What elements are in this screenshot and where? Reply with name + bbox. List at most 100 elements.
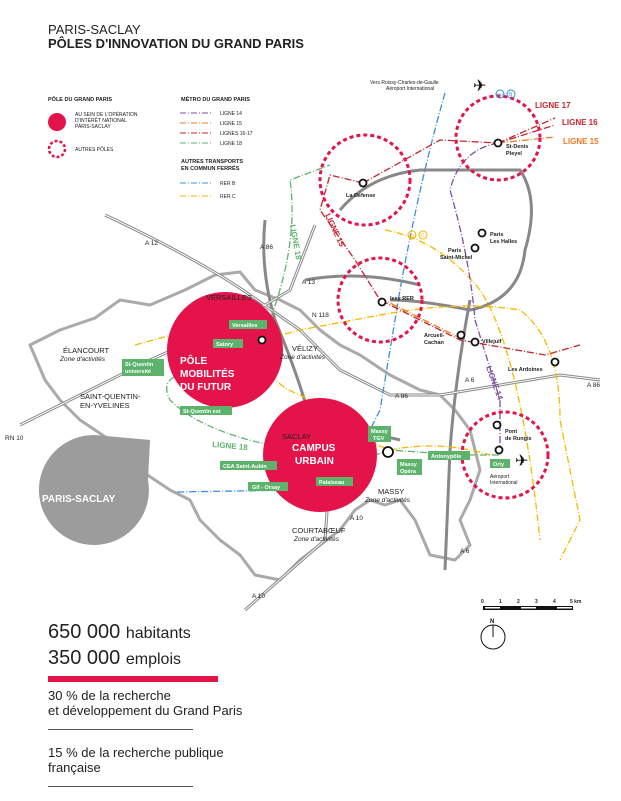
station-les-halles: Paris bbox=[490, 232, 503, 238]
zone-label: Zone d'activités bbox=[364, 497, 411, 504]
airplane-icon: ✈ bbox=[473, 78, 486, 95]
station-palaiseau: Palaiseau bbox=[319, 480, 344, 486]
rer-b-badge: RER B bbox=[495, 89, 516, 99]
line18-label: LIGNE 18 bbox=[212, 440, 249, 452]
city-versailles: VERSAILLES bbox=[206, 293, 252, 302]
header-title: PARIS-SACLAY bbox=[48, 22, 141, 37]
station-massy-tgv: Massy bbox=[371, 429, 389, 435]
stat-text: 15 % de la recherche publique bbox=[48, 745, 224, 760]
legend-pole-oin-icon bbox=[48, 113, 66, 131]
station-ardoines: Les Ardoines bbox=[508, 367, 543, 373]
city-sqy: EN-YVELINES bbox=[80, 401, 130, 410]
scale-tick: 4 bbox=[553, 599, 556, 605]
station-sq-universite: St-Quentin bbox=[125, 362, 154, 368]
pole-label: DU FUTUR bbox=[180, 382, 232, 393]
stat-value: 650 000 bbox=[48, 621, 121, 643]
paris-saclay-bubble bbox=[38, 434, 150, 545]
orly-airport: Aéroport bbox=[490, 474, 510, 480]
station-pont-rungis: Pont bbox=[505, 429, 517, 435]
legend-other-title: AUTRES TRANSPORTS bbox=[181, 159, 243, 165]
city-velizy: VÉLIZY bbox=[292, 344, 318, 353]
legend-pole-oin: PARIS-SACLAY bbox=[75, 124, 111, 130]
airplane-icon: ✈ bbox=[515, 453, 528, 470]
scale-tick: 2 bbox=[517, 599, 520, 605]
station-orly: Orly bbox=[493, 462, 505, 468]
rer-b-label: B bbox=[509, 92, 513, 98]
legend-pole-oin: AU SEIN DE L'OPÉRATION bbox=[75, 111, 138, 118]
legend-line18: LIGNE 18 bbox=[220, 141, 242, 147]
legend-rer-b: RER B bbox=[220, 181, 236, 187]
header-subtitle: PÔLES D'INNOVATION DU GRAND PARIS bbox=[48, 36, 304, 51]
legend-poles-title: PÔLE DU GRAND PARIS bbox=[48, 95, 112, 103]
station-gif: Gif - Orsay bbox=[252, 485, 281, 491]
station-massy-tgv: TGV bbox=[373, 436, 385, 442]
rer-label: RER bbox=[409, 234, 417, 238]
scale-tick: 3 bbox=[535, 599, 538, 605]
city-courtaboeuf: COURTABŒUF bbox=[292, 526, 346, 535]
station-massy-opera: Opéra bbox=[400, 469, 417, 475]
pole-label: URBAIN bbox=[295, 456, 334, 467]
cdg-label: Aéroport International bbox=[386, 86, 434, 92]
zone-label: Zone d'activités bbox=[279, 354, 326, 361]
paris-saclay-label: PARIS-SACLAY bbox=[42, 494, 116, 505]
pole-label: PÔLE bbox=[180, 354, 208, 367]
station-versailles: Versailles bbox=[232, 323, 257, 329]
station-pont-rungis: de Rungis bbox=[505, 436, 532, 442]
stat-label: emplois bbox=[125, 651, 181, 668]
road-rn10: RN 10 bbox=[5, 435, 24, 442]
scale-bar: 0 1 2 3 4 5 km bbox=[481, 599, 582, 610]
divider bbox=[48, 729, 193, 730]
road-a86: A 86 bbox=[395, 393, 408, 400]
road-a12: A 12 bbox=[145, 240, 158, 247]
station-st-denis: St-Denis bbox=[506, 144, 528, 150]
stat-text: 30 % de la recherche bbox=[48, 688, 171, 703]
station-la-defense: La Défense bbox=[346, 193, 375, 199]
red-divider bbox=[48, 676, 218, 682]
station-antonypole: Antonypôle bbox=[431, 454, 461, 460]
station-villejuif: Villejuif bbox=[482, 339, 502, 345]
station-les-halles: Les Halles bbox=[490, 239, 517, 245]
stat-text: française bbox=[48, 760, 101, 775]
station-st-michel: Saint-Michel bbox=[440, 255, 473, 261]
scale-tick: 0 bbox=[481, 599, 484, 605]
city-sqy: SAINT-QUENTIN- bbox=[80, 392, 141, 401]
city-massy: MASSY bbox=[378, 487, 404, 496]
road-a86: A 86 bbox=[260, 244, 273, 251]
north-label: N bbox=[490, 619, 494, 625]
zone-label: Zone d'activités bbox=[293, 536, 340, 543]
legend-metro-lines: LIGNE 14 LIGNE 15 LIGNES 16-17 LIGNE 18 bbox=[180, 111, 253, 147]
cdg-label: Vers Roissy-Charles-de-Gaulle bbox=[370, 80, 439, 86]
legend-pole-oin: D'INTÉRÊT NATIONAL bbox=[75, 116, 127, 124]
territory-outline bbox=[28, 270, 482, 582]
station-st-denis: Pleyel bbox=[506, 151, 522, 157]
pole-label: CAMPUS bbox=[292, 443, 336, 454]
stat-label: habitants bbox=[125, 625, 191, 642]
stat-text: et développement du Grand Paris bbox=[48, 703, 243, 718]
city-saclay: SACLAY bbox=[282, 432, 311, 441]
line15-label: LIGNE 15 bbox=[563, 137, 599, 146]
station-arcueil: Arcueil- bbox=[424, 333, 445, 339]
station-sq-universite: université bbox=[125, 369, 151, 375]
road-a86: A 86 bbox=[587, 382, 600, 389]
stat-emplois: 350 000 emplois bbox=[48, 647, 181, 670]
station-st-michel: Paris bbox=[448, 248, 461, 254]
station-massy-opera: Massy bbox=[400, 462, 418, 468]
rer-label: RER bbox=[497, 93, 505, 97]
line15-label: LIGNE 15 bbox=[323, 212, 346, 249]
scale-tick: 1 bbox=[499, 599, 502, 605]
legend-line15: LIGNE 15 bbox=[220, 121, 242, 127]
legend-other-pole: AUTRES PÔLES bbox=[75, 146, 114, 153]
stat-habitants: 650 000 habitants bbox=[48, 621, 191, 644]
road-a6: A 6 bbox=[465, 377, 475, 384]
legend-rer-c: RER C bbox=[220, 194, 236, 200]
station-markers bbox=[257, 138, 560, 458]
station-sq-est: St-Quentin est bbox=[183, 409, 221, 415]
legend-line14: LIGNE 14 bbox=[220, 111, 242, 117]
road-a10: A 10 bbox=[252, 593, 265, 600]
pole-label: MOBILITÉS bbox=[180, 367, 235, 380]
orly-airport: International bbox=[490, 480, 518, 486]
